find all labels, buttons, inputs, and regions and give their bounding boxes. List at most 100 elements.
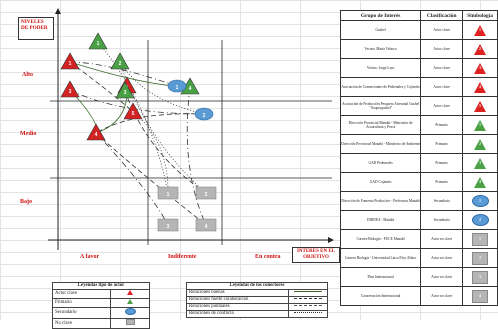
symbol-number: 4: [479, 179, 481, 184]
stakeholder-name: Carrera Biología - Universidad Laica Elo…: [339, 248, 422, 268]
power-axis-title: NIVELES DE PODER: [18, 17, 54, 40]
stakeholder-class: Primario: [420, 134, 464, 154]
stakeholder-name: DIRNEA - Manabí: [339, 210, 422, 230]
stakeholder-name: Carrera Biología - PUCE Manabí: [339, 229, 422, 249]
interest-axis-arrow: [328, 237, 334, 243]
square-icon: [157, 186, 179, 200]
symbol-number: 2: [479, 46, 481, 51]
stakeholder-class: Secundario: [420, 210, 464, 230]
header-group: Grupo de Interés: [339, 10, 422, 21]
ellipse-icon: 2: [471, 214, 489, 226]
stakeholder-name: GAD Cojimíes: [339, 172, 422, 192]
stakeholder-class: Primario: [420, 115, 464, 135]
symbol-number: 1: [479, 27, 481, 32]
stakeholder-symbol: 3: [462, 267, 498, 287]
stakeholder-name: Gushel: [339, 20, 422, 40]
stakeholder-name: Vecino: Jorge Loor: [339, 58, 422, 78]
legend-link-conflict: Relaciones de conflicto: [186, 310, 289, 318]
stakeholder-row: Dirección Provincial Manabí - Ministerio…: [339, 115, 498, 135]
square-icon: 4: [472, 289, 489, 303]
triangle-icon: 2: [474, 138, 487, 150]
symbol-number: 4: [479, 84, 481, 89]
stakeholder-symbol: 2: [462, 39, 498, 59]
triangle-node: 1: [88, 32, 108, 50]
stakeholder-class: Secundario: [420, 191, 464, 211]
node-number: 3: [69, 89, 72, 95]
green-triangle-icon: [127, 299, 133, 304]
connector-legend-title: Leyendas de los conectores: [186, 282, 328, 290]
ellipse-icon: [194, 107, 214, 121]
stakeholder-symbol: 1: [462, 20, 498, 40]
square-icon: 1: [472, 232, 489, 246]
square-node: 3: [157, 218, 179, 232]
triangle-icon: [115, 81, 135, 99]
interest-indifferent: Indiferente: [168, 254, 197, 260]
stakeholder-row: Carrera Biología - Universidad Laica Elo…: [339, 248, 498, 268]
connector-line: [132, 111, 169, 194]
triangle-node: 3: [115, 81, 135, 99]
stakeholder-symbol: 5: [462, 96, 498, 116]
stakeholder-class: Actor clave: [420, 77, 464, 97]
connector-line: [95, 132, 207, 226]
triangle-icon: [60, 80, 80, 98]
node-number: 3: [124, 90, 127, 96]
stakeholder-map: 123451234121234: [48, 8, 334, 250]
stakeholder-class: Actor clave: [420, 39, 464, 59]
solid-line-icon: [294, 291, 322, 293]
stakeholder-class: Primario: [420, 153, 464, 173]
symbol-number: 3: [479, 65, 481, 70]
stakeholder-symbol: 2: [462, 248, 498, 268]
header-class: Clasificación: [420, 10, 464, 21]
stakeholder-symbol: 1: [462, 115, 498, 135]
stakeholder-symbol: 4: [462, 77, 498, 97]
interest-against: En contra: [255, 254, 281, 260]
ellipse-node: 1: [167, 79, 187, 93]
symbol-number: 2: [479, 141, 481, 146]
stakeholder-symbol: 4: [462, 286, 498, 306]
stakeholder-symbol: 4: [462, 172, 498, 192]
symbol-number: 3: [479, 160, 481, 165]
stakeholder-name: Asociación de Comerciantes de Pedernales…: [339, 77, 422, 97]
node-number: 4: [95, 132, 98, 138]
symbol-number: 1: [479, 122, 481, 127]
stakeholder-name: Dirección de Fomento Productivo - Prefec…: [339, 191, 422, 211]
square-icon: [195, 186, 217, 200]
node-number: 1: [97, 41, 100, 47]
node-number: 5: [132, 111, 135, 117]
node-number: 3: [167, 224, 170, 230]
ellipse-node: 2: [194, 107, 214, 121]
triangle-icon: 1: [474, 119, 487, 131]
node-number: 1: [69, 61, 72, 67]
connector-line: [97, 41, 169, 194]
connector-line: [124, 90, 207, 194]
square-node: 1: [157, 186, 179, 200]
stakeholder-row: Dirección de Fomento Productivo - Prefec…: [339, 191, 498, 211]
stakeholder-table: Grupo de Interés Clasificación Simbologí…: [339, 10, 498, 306]
stakeholder-name: GAD Pedernales: [339, 153, 422, 173]
stakeholder-symbol: 2: [462, 134, 498, 154]
square-icon: 3: [472, 270, 489, 284]
triangle-icon: [88, 32, 108, 50]
symbol-number: 5: [479, 103, 481, 108]
square-icon: [157, 218, 179, 232]
triangle-icon: [110, 52, 130, 70]
header-symbol: Simbología: [462, 10, 498, 21]
triangle-node: 2: [110, 52, 130, 70]
ellipse-icon: 1: [471, 195, 489, 207]
power-level-low: Bajo: [20, 199, 32, 205]
actor-type-legend: Leyendas tipo de actor Actor clave Prima…: [52, 282, 150, 329]
power-level-high: Alto: [22, 72, 33, 78]
triangle-icon: [86, 123, 106, 141]
connector-line: [119, 61, 205, 115]
node-number: 2: [119, 61, 122, 67]
node-number: 1: [167, 192, 170, 198]
blue-ellipse-icon: [124, 308, 136, 315]
triangle-icon: 5: [474, 100, 487, 112]
